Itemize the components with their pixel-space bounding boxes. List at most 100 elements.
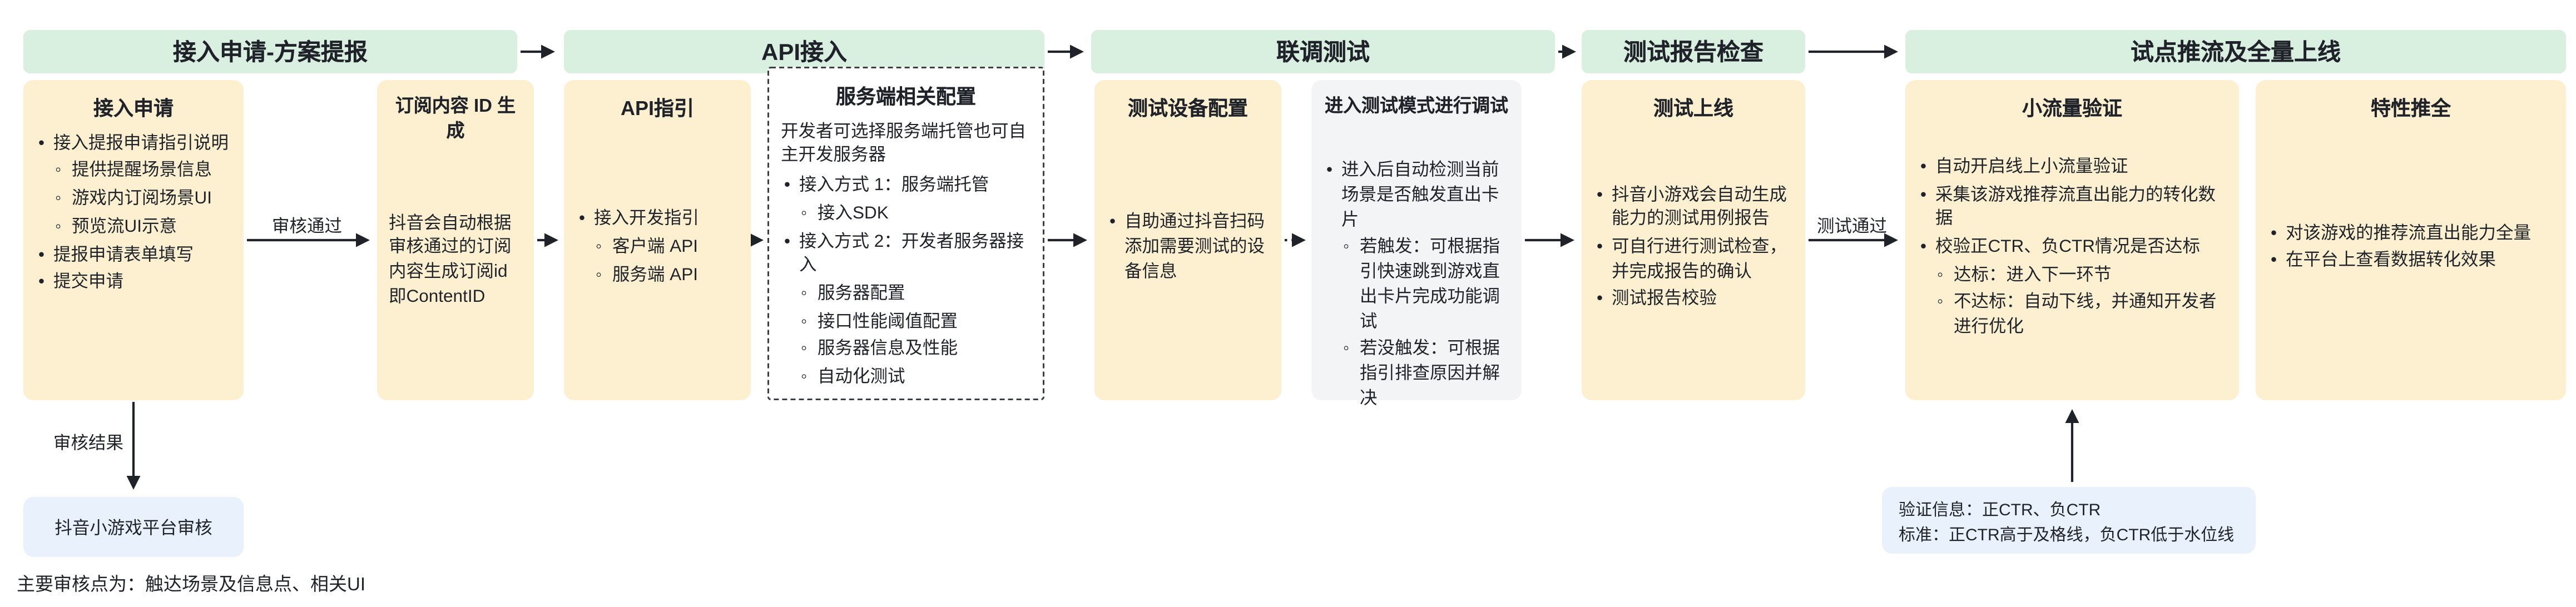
card-body: 自助通过抖音扫码添加需要测试的设备信息 [1106,131,1270,387]
list-item-text: 自动化测试 [818,366,905,387]
card-paragraph: 开发者可选择服务端托管也可自主开发服务器 [781,121,1026,166]
list-item: 客户端 API [594,235,739,260]
card-test-device: 测试设备配置 自助通过抖音扫码添加需要测试的设备信息 [1094,80,1281,400]
card-title: 接入申请 [93,97,174,120]
list-item: 不达标：自动下线，并通知开发者进行优化 [1935,291,2227,340]
list-item: 自动化测试 [799,365,1031,390]
phase-header-api: API接入 [564,30,1044,73]
list-item-text: 若没触发：可根据指引排查原因并解决 [1360,339,1500,408]
list-item-text: 采集该游戏推荐流直出能力的转化数据 [1935,185,2216,230]
list-item-text: 提交申请 [53,272,123,292]
platform-review-text: 抖音小游戏平台审核 [55,518,212,538]
list-item: 服务器配置 [799,282,1031,306]
list-item: 服务器信息及性能 [799,337,1031,362]
card-test-mode: 进入测试模式进行调试 进入后自动检测当前场景是否触发直出卡片 若触发：可根据指引… [1311,80,1522,408]
card-body: 开发者可选择服务端托管也可自主开发服务器 接入方式 1：服务端托管 接入SDK … [781,120,1031,393]
phase-title: 测试报告检查 [1623,38,1763,65]
verify-info-line2: 标准：正CTR高于及格线，负CTR低于水位线 [1899,527,2235,545]
list-item: 抖音小游戏会自动生成能力的测试用例报告 [1593,183,1794,232]
card-body: 自动开启线上小流量验证 采集该游戏推荐流直出能力的转化数据 校验正CTR、负CT… [1917,131,2227,387]
phase-title: 接入申请-方案提报 [172,38,368,65]
phase-title: 试点推流及全量上线 [2131,38,2341,65]
list-item: 提报申请表单填写 [35,243,232,267]
list-item: 预览流UI示意 [53,215,232,240]
list-item-text: 接入方式 1：服务端托管 [799,175,989,196]
card-content-id: 订阅内容 ID 生成 抖音会自动根据审核通过的订阅内容生成订阅id即Conten… [377,80,534,400]
card-test-online: 测试上线 抖音小游戏会自动生成能力的测试用例报告 可自行进行测试检查，并完成报告… [1582,80,1805,400]
card-body: 接入提报申请指引说明 提供提醒场景信息 游戏内订阅场景UI 预览流UI示意 提报… [35,131,232,387]
list-item: 游戏内订阅场景UI [53,187,232,212]
phase-header-launch: 试点推流及全量上线 [1905,30,2566,73]
list-item: 接入方式 1：服务端托管 接入SDK [781,174,1031,226]
label-review-approved: 审核通过 [272,217,342,237]
list-item-text: 测试报告校验 [1612,289,1717,310]
card-title: 测试上线 [1653,97,1733,120]
verify-info-line1: 验证信息：正CTR、负CTR [1899,502,2101,520]
list-item-text: 客户端 API [612,237,699,257]
list-item: 校验正CTR、负CTR情况是否达标 达标：进入下一环节 不达标：自动下线，并通知… [1917,235,2227,340]
list-item: 接口性能阈值配置 [799,310,1031,334]
list-item-text: 服务端 API [612,265,699,285]
list-item-text: 接入方式 2：开发者服务器接入 [799,231,1024,276]
card-small-flow: 小流量验证 自动开启线上小流量验证 采集该游戏推荐流直出能力的转化数据 校验正C… [1905,80,2239,400]
list-item-text: 服务器配置 [818,283,905,304]
list-item-text: 若触发：可根据指引快速跳到游戏直出卡片完成功能调试 [1360,237,1500,331]
card-api-guide: API指引 接入开发指引 客户端 API 服务端 API [564,80,751,400]
card-title: 测试设备配置 [1127,97,1248,120]
list-item-text: 可自行进行测试检查，并完成报告的确认 [1612,237,1787,282]
list-item: 自动开启线上小流量验证 [1917,155,2227,180]
list-item-text: 服务器信息及性能 [818,339,958,359]
list-item-text: 自助通过抖音扫码添加需要测试的设备信息 [1124,212,1265,282]
list-item-text: 接入开发指引 [594,209,699,230]
list-item: 接入提报申请指引说明 提供提醒场景信息 游戏内订阅场景UI 预览流UI示意 [35,131,232,239]
list-item-text: 对该游戏的推荐流直出能力全量 [2286,223,2531,243]
card-full-launch: 特性推全 对该游戏的推荐流直出能力全量 在平台上查看数据转化效果 [2256,80,2566,400]
card-title: 进入测试模式进行调试 [1325,97,1508,117]
card-body: 抖音小游戏会自动生成能力的测试用例报告 可自行进行测试检查，并完成报告的确认 测… [1593,131,1794,387]
list-item: 自助通过抖音扫码添加需要测试的设备信息 [1106,211,1270,284]
card-body: 对该游戏的推荐流直出能力全量 在平台上查看数据转化效果 [2267,131,2554,387]
list-item: 提交申请 [35,271,232,295]
list-item-text: 接口性能阈值配置 [818,311,958,331]
list-item: 接入开发指引 客户端 API 服务端 API [576,207,739,287]
card-title: 订阅内容 ID 生成 [395,97,516,143]
platform-review-box: 抖音小游戏平台审核 [23,497,244,557]
list-item-text: 抖音小游戏会自动生成能力的测试用例报告 [1612,185,1787,230]
list-item: 进入后自动检测当前场景是否触发直出卡片 若触发：可根据指引快速跳到游戏直出卡片完… [1323,159,1510,411]
list-item-text: 进入后自动检测当前场景是否触发直出卡片 [1341,161,1499,230]
list-item-text: 提报申请表单填写 [53,244,194,265]
list-item: 采集该游戏推荐流直出能力的转化数据 [1917,183,2227,232]
list-item: 服务端 API [594,263,739,287]
footnote-review-points: 主要审核点为：触达场景及信息点、相关UI [17,575,365,595]
phase-title: API接入 [761,38,848,65]
phase-header-joint-test: 联调测试 [1091,30,1555,73]
card-title: API指引 [620,97,694,120]
card-title: 小流量验证 [2022,97,2122,120]
list-item: 对该游戏的推荐流直出能力全量 [2267,221,2554,246]
list-item-text: 接入SDK [818,203,889,223]
label-review-result: 审核结果 [53,434,123,454]
verify-info-box: 验证信息：正CTR、负CTR 标准：正CTR高于及格线，负CTR低于水位线 [1882,487,2256,554]
list-item-text: 提供提醒场景信息 [72,161,212,181]
card-body: 抖音会自动根据审核通过的订阅内容生成订阅id即ContentID [389,155,522,387]
list-item-text: 在平台上查看数据转化效果 [2286,251,2496,271]
label-test-passed: 测试通过 [1817,217,1887,237]
list-item-text: 自动开启线上小流量验证 [1935,156,2128,177]
list-item-text: 不达标：自动下线，并通知开发者进行优化 [1954,292,2217,337]
list-item-text: 游戏内订阅场景UI [72,188,212,209]
card-title: 服务端相关配置 [835,85,976,108]
phase-header-apply: 接入申请-方案提报 [23,30,517,73]
card-access-apply: 接入申请 接入提报申请指引说明 提供提醒场景信息 游戏内订阅场景UI 预览流UI… [23,80,244,400]
list-item: 若没触发：可根据指引排查原因并解决 [1341,337,1510,411]
list-item: 达标：进入下一环节 [1935,263,2227,287]
card-body: 接入开发指引 客户端 API 服务端 API [576,131,739,387]
list-item: 接入方式 2：开发者服务器接入 服务器配置 接口性能阈值配置 服务器信息及性能 … [781,230,1031,390]
card-paragraph: 抖音会自动根据审核通过的订阅内容生成订阅id即ContentID [389,213,512,307]
list-item: 可自行进行测试检查，并完成报告的确认 [1593,235,1794,284]
card-body: 进入后自动检测当前场景是否触发直出卡片 若触发：可根据指引快速跳到游戏直出卡片完… [1323,129,1510,414]
phase-title: 联调测试 [1276,38,1370,65]
list-item: 提供提醒场景信息 [53,159,232,183]
list-item-text: 校验正CTR、负CTR情况是否达标 [1935,237,2201,257]
